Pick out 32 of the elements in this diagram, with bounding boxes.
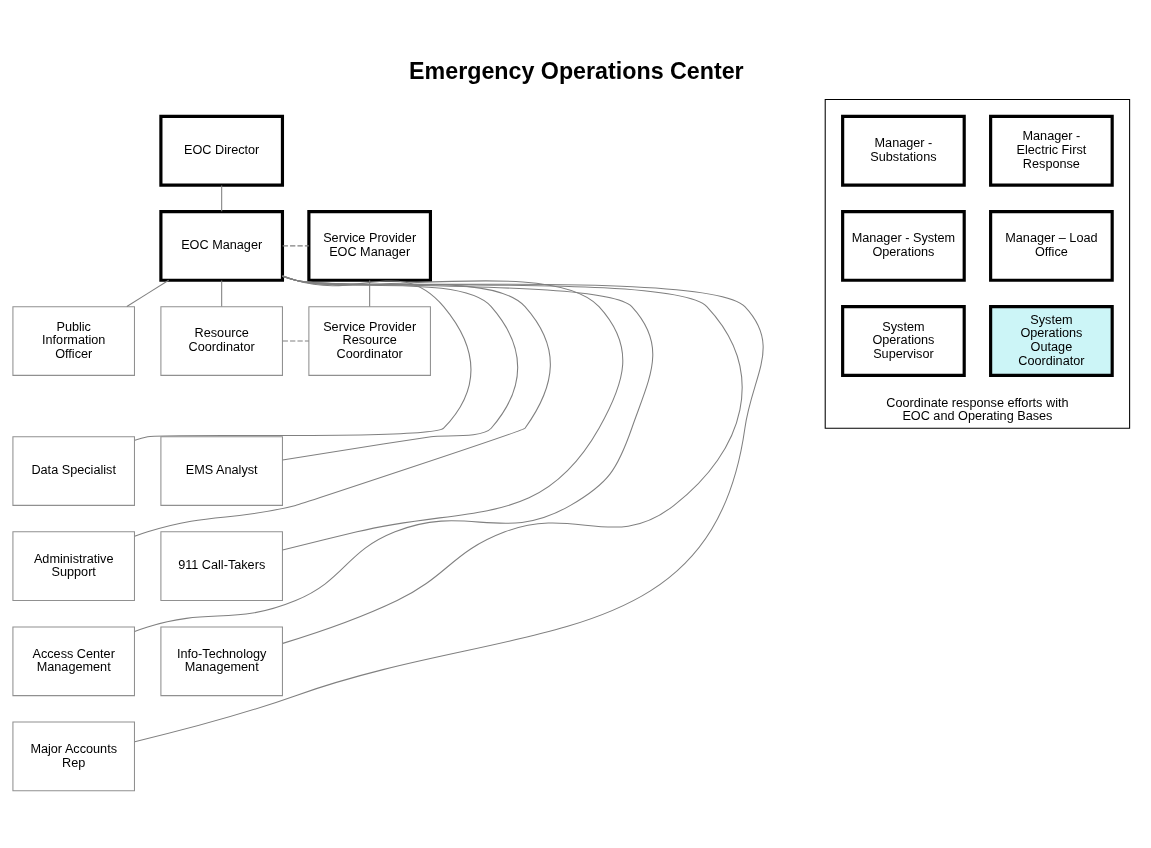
node-box: Major Accounts Rep [12,721,135,792]
node-box: 911 Call-Takers [160,531,283,602]
node-box: System Operations Supervisor [841,305,966,377]
node-box: System Operations Outage Coordinator [989,305,1114,377]
node-box: EOC Director [159,114,285,187]
node-box: Info-Technology Management [160,626,283,697]
node-box: Access Center Management [12,626,135,697]
node-box: Administrative Support [12,531,135,602]
node-box: Manager - System Operations [841,209,966,282]
node-box: EOC Manager [159,209,285,282]
connector [134,275,472,441]
connector [221,184,223,212]
node-box: Resource Coordinator [160,306,283,376]
diagram-title: Emergency Operations Center [409,58,744,84]
node-box: Data Specialist [12,436,135,506]
connector [369,280,371,307]
node-box: Manager – Load Office [989,209,1114,282]
connector [134,275,764,743]
connector [134,275,654,632]
node-box: Service Provider EOC Manager [307,209,432,282]
connector [282,275,743,644]
connector [126,279,170,308]
connector [281,275,624,551]
connector [282,245,310,247]
node-box: Manager - Substations [841,114,966,187]
node-box: Service Provider Resource Coordinator [308,306,431,376]
node-box: Manager - Electric First Response [989,114,1114,187]
node-box: EMS Analyst [160,436,283,506]
connector [282,340,310,342]
connector [134,275,551,537]
node-box: Public Information Officer [12,306,135,376]
connector [221,280,223,307]
